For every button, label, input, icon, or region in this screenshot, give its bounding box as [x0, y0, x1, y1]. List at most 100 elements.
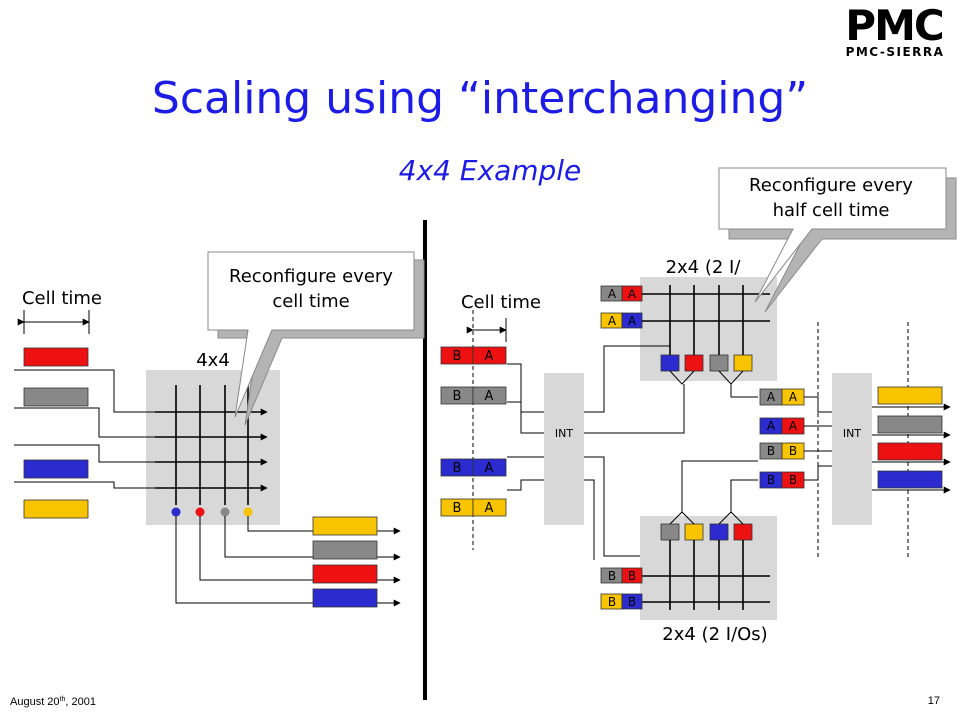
- cell-letter-a: A: [767, 419, 776, 433]
- cell-letter-a: A: [767, 390, 776, 404]
- cell-letter-a: A: [485, 389, 494, 404]
- right-input-cell-yellow: B A: [440, 498, 507, 517]
- cell-letter-a: A: [608, 287, 617, 301]
- top-switch-input-a1: A A: [600, 285, 643, 302]
- pmc-sierra-logo: PMC PMC-SIERRA: [845, 1, 945, 59]
- mid-to-int-4: [804, 465, 832, 481]
- left-callout-line1: Reconfigure every: [229, 266, 393, 287]
- cell-letter-b: B: [628, 569, 636, 583]
- left-output-dot-red: [195, 507, 205, 517]
- left-panel: Cell time 4x4: [14, 251, 425, 608]
- left-cell-time-label: Cell time: [22, 288, 102, 309]
- right-output-cell-gray: [877, 415, 943, 434]
- left-switch-label: 4x4: [196, 350, 230, 371]
- top-merge-left: [669, 370, 695, 385]
- cell-letter-a: A: [628, 287, 637, 301]
- right-input-cell-red: B A: [440, 346, 507, 365]
- top-out-red: [684, 354, 704, 372]
- bottom-top-blue: [709, 523, 729, 541]
- left-output-dot-gray: [220, 507, 230, 517]
- cell-letter-a: A: [485, 349, 494, 364]
- right-wire-in-1: [507, 363, 544, 413]
- mid-cell-b1: B B: [759, 442, 805, 460]
- left-output-cell-yellow: [312, 516, 378, 536]
- cell-letter-a: A: [608, 314, 617, 328]
- left-output-dot-yellow: [243, 507, 253, 517]
- right-wire-in-2: [507, 401, 544, 434]
- bottom-to-int-1: [681, 460, 758, 512]
- left-input-cell-red: [23, 347, 89, 367]
- cell-letter-a: A: [485, 501, 494, 516]
- bottom-top-gray: [660, 523, 680, 541]
- left-input-cell-blue: [23, 459, 89, 479]
- footer-date: August 20th, 2001: [10, 696, 96, 708]
- mid-cell-a1: A A: [759, 388, 805, 406]
- left-4x4-switch: [146, 370, 280, 525]
- right-callout-line2: half cell time: [773, 200, 890, 221]
- cell-letter-b: B: [767, 444, 775, 458]
- right-cell-time-label: Cell time: [461, 292, 541, 313]
- top-switch-label: 2x4 (2 I/: [666, 257, 742, 278]
- left-callout-line2: cell time: [272, 291, 349, 312]
- top-switch-input-a2: A A: [600, 312, 643, 329]
- int-to-bottom-1: [584, 456, 640, 557]
- top-out-gray: [709, 354, 729, 372]
- page-number: 17: [928, 695, 940, 707]
- bottom-2x4-switch: [640, 516, 777, 620]
- mid-to-int-1: [804, 396, 832, 413]
- right-panel: Cell time B A B A B A B A: [440, 167, 957, 645]
- left-callout: [207, 251, 415, 418]
- cell-letter-b: B: [789, 473, 797, 487]
- left-input-cell-gray: [23, 387, 89, 407]
- mid-cell-a2: A A: [759, 417, 805, 435]
- left-output-cell-red: [312, 564, 378, 584]
- left-output-cell-blue: [312, 588, 378, 608]
- bottom-switch-label: 2x4 (2 I/Os): [662, 624, 767, 645]
- right-callout: [718, 167, 947, 303]
- cell-letter-b: B: [453, 389, 462, 404]
- logo-mark: PMC: [845, 1, 943, 50]
- right-wire-in-4: [507, 479, 544, 491]
- top-2x4-switch: [640, 277, 777, 381]
- bottom-to-int-2: [730, 479, 758, 512]
- footer-date-year: , 2001: [65, 696, 96, 708]
- bottom-top-yellow: [684, 523, 704, 541]
- cell-letter-a: A: [789, 419, 798, 433]
- right-output-cell-yellow: [877, 386, 943, 405]
- mid-cell-b2: B B: [759, 471, 805, 489]
- cell-letter-b: B: [453, 349, 462, 364]
- cell-letter-b: B: [453, 501, 462, 516]
- left-input-cell-yellow: [23, 499, 89, 519]
- bottom-top-red: [733, 523, 753, 541]
- right-output-cell-blue: [877, 470, 943, 489]
- right-output-cell-red: [877, 442, 943, 461]
- logo-name: PMC-SIERRA: [846, 45, 945, 59]
- cell-letter-b: B: [628, 595, 636, 609]
- footer-date-main: August 20: [10, 696, 60, 708]
- int-to-top-1: [584, 345, 670, 413]
- left-output-dot-blue: [171, 507, 181, 517]
- int-left-label: INT: [555, 427, 573, 440]
- cell-letter-a: A: [485, 461, 494, 476]
- int-block-left: [544, 373, 584, 525]
- slide-title: Scaling using “interchanging”: [152, 73, 808, 124]
- right-input-cell-gray: B A: [440, 386, 507, 405]
- cell-letter-b: B: [608, 595, 616, 609]
- right-input-cell-blue: B A: [440, 458, 507, 477]
- int-right-label: INT: [843, 427, 861, 440]
- cell-letter-b: B: [767, 473, 775, 487]
- cell-letter-a: A: [628, 314, 637, 328]
- int-block-right: [832, 373, 872, 525]
- cell-letter-a: A: [789, 390, 798, 404]
- right-callout-line1: Reconfigure every: [749, 175, 913, 196]
- footer-date-sup: th: [60, 696, 66, 703]
- top-out-yellow: [733, 354, 753, 372]
- int-to-top-2: [584, 384, 685, 434]
- bottom-switch-input-b2: B B: [600, 593, 643, 610]
- cell-letter-b: B: [453, 461, 462, 476]
- cell-letter-b: B: [789, 444, 797, 458]
- slide-subtitle: 4x4 Example: [399, 154, 582, 187]
- top-to-int-1: [730, 384, 758, 398]
- int-to-bottom-2: [584, 479, 595, 560]
